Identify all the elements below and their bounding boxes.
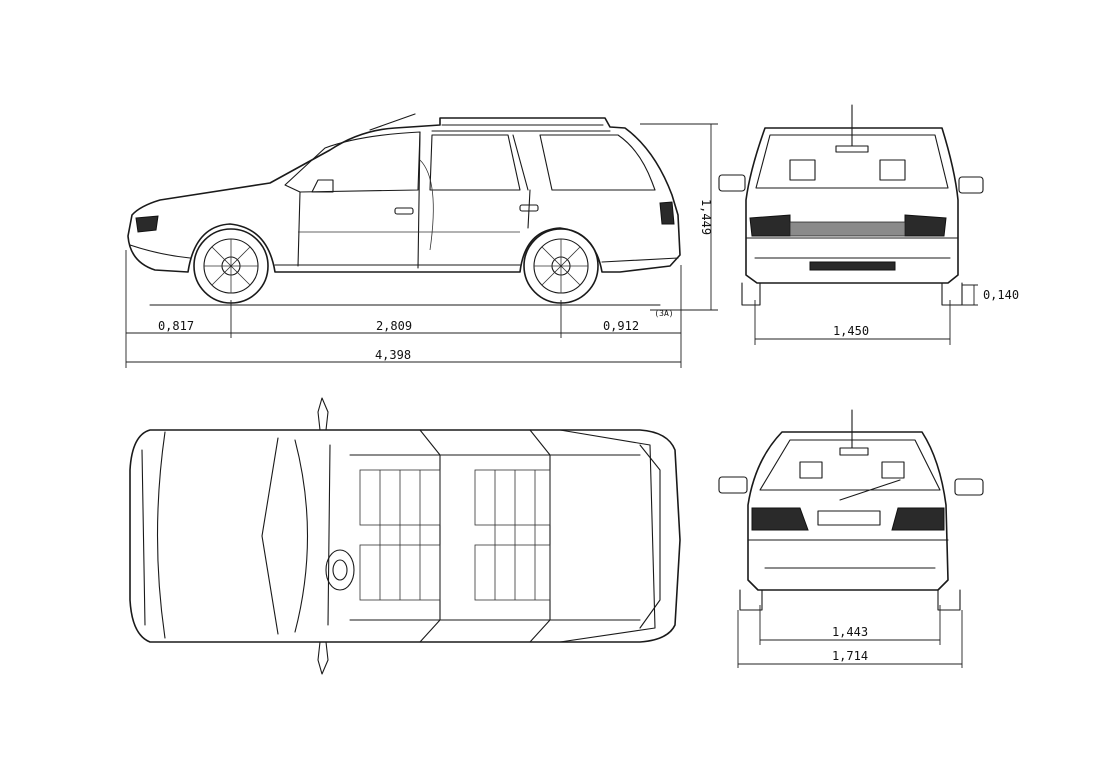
side-dimensions [125,123,718,368]
ground-clearance-label: 0,140 [983,288,1019,302]
overall-length-label: 4,398 [375,348,411,362]
rear-overhang-label: 0,912 [603,319,639,333]
top-view [129,397,681,675]
rear-view [718,409,984,611]
side-view [127,113,681,306]
front-dimensions [754,284,978,345]
overall-width-label: 1,714 [832,649,868,663]
scale-note: (3A) [654,309,673,318]
front-view [718,104,984,306]
front-track-label: 1,450 [833,324,869,338]
rear-wheel [523,228,599,304]
front-wheel [193,228,269,304]
front-overhang-label: 0,817 [158,319,194,333]
rear-dimensions [737,605,963,668]
rear-track-label: 1,443 [832,625,868,639]
wheelbase-label: 2,809 [376,319,412,333]
height-label: 1,449 [699,199,713,235]
